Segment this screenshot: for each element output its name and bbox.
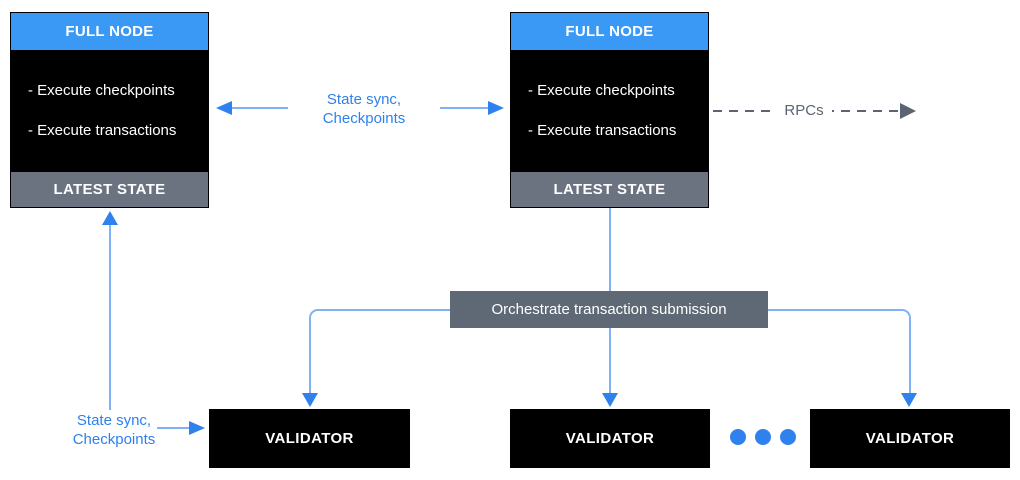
full-node-2-latest-state: LATEST STATE bbox=[511, 172, 708, 207]
validator-1-arrowhead-icon bbox=[302, 393, 318, 407]
state-sync-arrowhead-left-icon bbox=[216, 101, 232, 115]
orchestrate-to-validator-1-elbow bbox=[309, 309, 450, 394]
orchestrate-box: Orchestrate transaction submission bbox=[450, 291, 768, 328]
orchestrate-to-validator-3-elbow bbox=[768, 309, 911, 394]
validator-1: VALIDATOR bbox=[209, 409, 410, 468]
validator-2: VALIDATOR bbox=[510, 409, 710, 468]
state-sync-bottom-arrowhead-icon bbox=[189, 421, 205, 435]
full-node-2-item-execute-checkpoints: - Execute checkpoints bbox=[528, 82, 675, 99]
state-sync-bottom-label: State sync, Checkpoints bbox=[38, 410, 190, 450]
rpcs-arrowhead-icon bbox=[900, 103, 916, 119]
full-node-1-latest-state: LATEST STATE bbox=[11, 172, 208, 207]
full-node-1-item-execute-checkpoints: - Execute checkpoints bbox=[28, 82, 175, 99]
validator-3-label: VALIDATOR bbox=[865, 430, 955, 447]
validator-1-label: VALIDATOR bbox=[265, 430, 354, 447]
full-node-1-item-execute-transactions: - Execute transactions bbox=[28, 122, 177, 139]
validator-2-arrowhead-icon bbox=[602, 393, 618, 407]
state-sync-top-label: State sync, Checkpoints bbox=[288, 89, 440, 129]
state-sync-up-arrowhead-icon bbox=[102, 211, 118, 225]
state-sync-up-line bbox=[109, 224, 111, 410]
state-sync-top-label-line1: State sync, bbox=[326, 91, 402, 108]
full-node-1-title: FULL NODE bbox=[11, 13, 208, 50]
state-sync-bottom-label-line2: Checkpoints bbox=[72, 431, 156, 448]
full-node-1: FULL NODE - Execute checkpoints - Execut… bbox=[10, 12, 209, 208]
rpcs-label: RPCs bbox=[776, 102, 832, 119]
full-node-2-title: FULL NODE bbox=[511, 13, 708, 50]
validator-3: VALIDATOR bbox=[810, 409, 1010, 468]
full-node-2: FULL NODE - Execute checkpoints - Execut… bbox=[510, 12, 709, 208]
ellipsis-dot-icon bbox=[780, 429, 796, 445]
orchestrate-to-validator-2-line bbox=[609, 328, 611, 394]
state-sync-top-label-line2: Checkpoints bbox=[322, 110, 406, 127]
ellipsis-dot-icon bbox=[755, 429, 771, 445]
full-node-2-body: - Execute checkpoints - Execute transact… bbox=[511, 50, 708, 172]
ellipsis-dot-icon bbox=[730, 429, 746, 445]
validator-3-arrowhead-icon bbox=[901, 393, 917, 407]
state-sync-bottom-label-line1: State sync, bbox=[76, 412, 152, 429]
full-node-1-body: - Execute checkpoints - Execute transact… bbox=[11, 50, 208, 172]
full-node-2-item-execute-transactions: - Execute transactions bbox=[528, 122, 677, 139]
state-sync-arrowhead-right-icon bbox=[488, 101, 504, 115]
full-node-2-to-orchestrate-line bbox=[609, 208, 611, 291]
state-sync-bottom-line bbox=[157, 427, 192, 429]
validator-2-label: VALIDATOR bbox=[565, 430, 655, 447]
